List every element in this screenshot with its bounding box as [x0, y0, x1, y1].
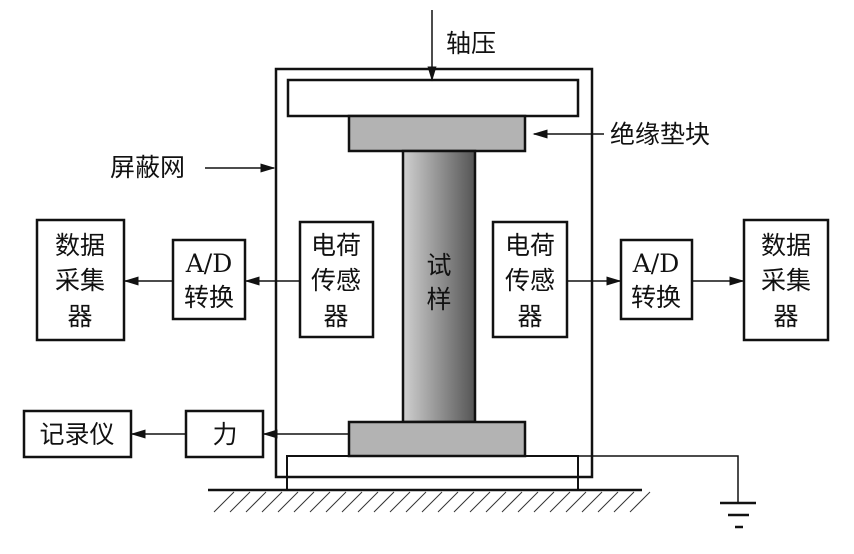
- hatch-line: [549, 491, 571, 513]
- left-charge-sensor-box: [298, 220, 375, 339]
- right-collector-text: 器: [773, 302, 798, 331]
- left-sensor-text: 传感: [311, 266, 361, 295]
- hatch-line: [357, 491, 379, 513]
- hatch-line: [517, 491, 539, 513]
- shielding-net-label: 屏蔽网: [110, 153, 185, 182]
- right-ad-converter-box: [619, 238, 694, 321]
- hatch-line: [629, 491, 651, 513]
- right-sensor-text: 器: [517, 302, 542, 331]
- left-ad-text: 转换: [184, 283, 234, 312]
- hatch-line: [421, 491, 443, 513]
- bottom-plate: [286, 455, 579, 491]
- force-text: 力: [212, 420, 237, 449]
- right-collector-text: 采集: [761, 266, 811, 295]
- recorder-text: 记录仪: [39, 420, 114, 449]
- specimen-label-1: 试: [426, 251, 451, 280]
- specimen-label-2: 样: [426, 285, 451, 314]
- top-plate: [286, 78, 580, 118]
- hatch-line: [309, 491, 331, 513]
- hatch-line: [293, 491, 315, 513]
- hatch-line: [485, 491, 507, 513]
- top-insulation-pad: [347, 114, 527, 153]
- left-collector-text: 器: [67, 302, 92, 331]
- axial-pressure-label: 轴压: [446, 29, 496, 58]
- hatch-line: [261, 491, 283, 513]
- ground-wire: [578, 455, 739, 503]
- hatch-line: [581, 491, 603, 513]
- right-ad-text: A/D: [632, 249, 680, 278]
- ground-hatch: [213, 491, 651, 513]
- earth-ground-icon: [720, 501, 756, 529]
- left-collector-text: 采集: [55, 266, 105, 295]
- right-collector-text: 数据: [761, 231, 811, 260]
- right-charge-sensor-box: [491, 220, 569, 339]
- left-ad-converter-box: [171, 238, 247, 321]
- hatch-line: [453, 491, 475, 513]
- left-data-collector-box: [35, 218, 126, 342]
- left-ad-text: A/D: [185, 249, 233, 278]
- hatch-line: [277, 491, 299, 513]
- hatch-line: [245, 491, 267, 513]
- right-ad-text: 转换: [631, 283, 681, 312]
- right-data-collector-box: [742, 218, 830, 342]
- bottom-insulation-pad: [347, 420, 527, 458]
- hatch-line: [565, 491, 587, 513]
- right-sensor-text: 传感: [505, 266, 555, 295]
- hatch-line: [405, 491, 427, 513]
- right-sensor-text: 电荷: [505, 231, 555, 260]
- insulation-pad-label: 绝缘垫块: [610, 120, 710, 149]
- left-collector-text: 数据: [55, 231, 105, 260]
- hatch-line: [389, 491, 411, 513]
- hatch-line: [469, 491, 491, 513]
- hatch-line: [325, 491, 347, 513]
- hatch-line: [341, 491, 363, 513]
- hatch-line: [213, 491, 235, 513]
- hatch-line: [373, 491, 395, 513]
- left-sensor-text: 电荷: [311, 231, 361, 260]
- hatch-line: [597, 491, 619, 513]
- hatch-line: [229, 491, 251, 513]
- hatch-line: [437, 491, 459, 513]
- force-box: [184, 409, 265, 459]
- left-sensor-text: 器: [323, 302, 348, 331]
- hatch-line: [613, 491, 635, 513]
- hatch-line: [501, 491, 523, 513]
- hatch-line: [533, 491, 555, 513]
